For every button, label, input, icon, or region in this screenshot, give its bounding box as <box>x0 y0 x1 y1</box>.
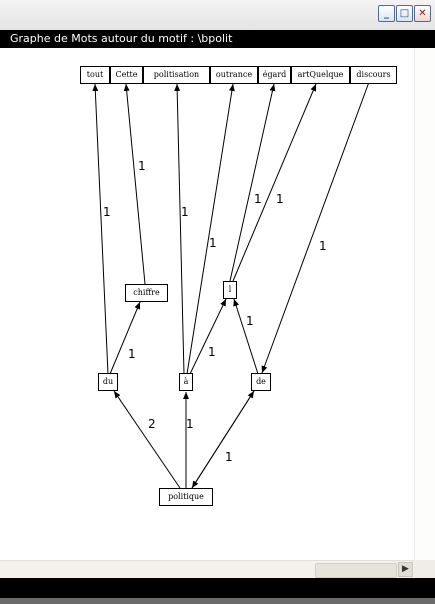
edge-a-l <box>189 298 227 375</box>
weight-a-outrance: 1 <box>209 236 217 250</box>
node-l[interactable]: l <box>223 281 237 299</box>
node-discours[interactable]: discours <box>350 66 397 84</box>
node-politique[interactable]: politique <box>159 488 213 506</box>
weight-du-chiffre: 1 <box>128 347 136 361</box>
weight-de-l: 1 <box>246 314 254 328</box>
node-a[interactable]: à <box>179 373 193 391</box>
edge-chiffre-cette <box>123 83 146 285</box>
weight-politique-de: 1 <box>225 450 233 464</box>
edge-a-politisation <box>174 83 185 375</box>
edge-du-chiffre <box>109 301 141 375</box>
edge-l-artquelque <box>232 83 317 282</box>
node-politisation[interactable]: politisation <box>143 66 210 84</box>
edge-de-l <box>233 298 259 375</box>
weight-l-egard: 1 <box>254 192 262 206</box>
edge-de-politique <box>191 390 255 489</box>
bottom-edge <box>0 598 435 604</box>
scrollbar-corner <box>414 560 435 578</box>
edge-du-tout <box>92 83 109 375</box>
weight-politique-du: 2 <box>148 417 156 431</box>
minimize-button[interactable]: _ <box>378 5 395 22</box>
node-outrance[interactable]: outrance <box>210 66 258 84</box>
maximize-button[interactable]: □ <box>396 5 413 22</box>
weight-du-tout: 1 <box>103 205 111 219</box>
weight-chiffre-cette: 1 <box>138 159 146 173</box>
vertical-scrollbar[interactable] <box>414 48 435 560</box>
weight-politique-a: 1 <box>186 417 194 431</box>
close-button[interactable]: ✕ <box>414 5 431 22</box>
weight-l-artquelque: 1 <box>276 192 284 206</box>
edge-discours-de <box>261 81 370 374</box>
horizontal-scrollbar[interactable]: ▶ <box>0 560 414 578</box>
node-chiffre[interactable]: chiffre <box>125 284 168 302</box>
weight-a-politisation: 1 <box>181 205 189 219</box>
node-tout[interactable]: tout <box>80 66 110 84</box>
weight-a-l: 1 <box>208 345 216 359</box>
window-titlebar: _ □ ✕ <box>0 0 435 31</box>
graph-canvas <box>0 48 414 560</box>
scroll-right-arrow-icon[interactable]: ▶ <box>398 562 413 577</box>
window-caption: Graphe de Mots autour du motif : \bpolit <box>0 30 435 48</box>
node-de[interactable]: de <box>251 373 271 391</box>
horizontal-scroll-thumb[interactable] <box>315 563 397 578</box>
edge-politique-du <box>113 390 181 489</box>
edge-a-outrance <box>186 83 235 375</box>
weight-de-discours: 1 <box>319 239 327 253</box>
node-cette[interactable]: Cette <box>110 66 143 84</box>
window-title: Graphe de Mots autour du motif : \bpolit <box>10 32 233 45</box>
node-egard[interactable]: égard <box>258 66 291 84</box>
node-artquelque[interactable]: artQuelque <box>291 66 350 84</box>
edge-l-egard <box>229 83 276 282</box>
node-du[interactable]: du <box>98 373 118 391</box>
